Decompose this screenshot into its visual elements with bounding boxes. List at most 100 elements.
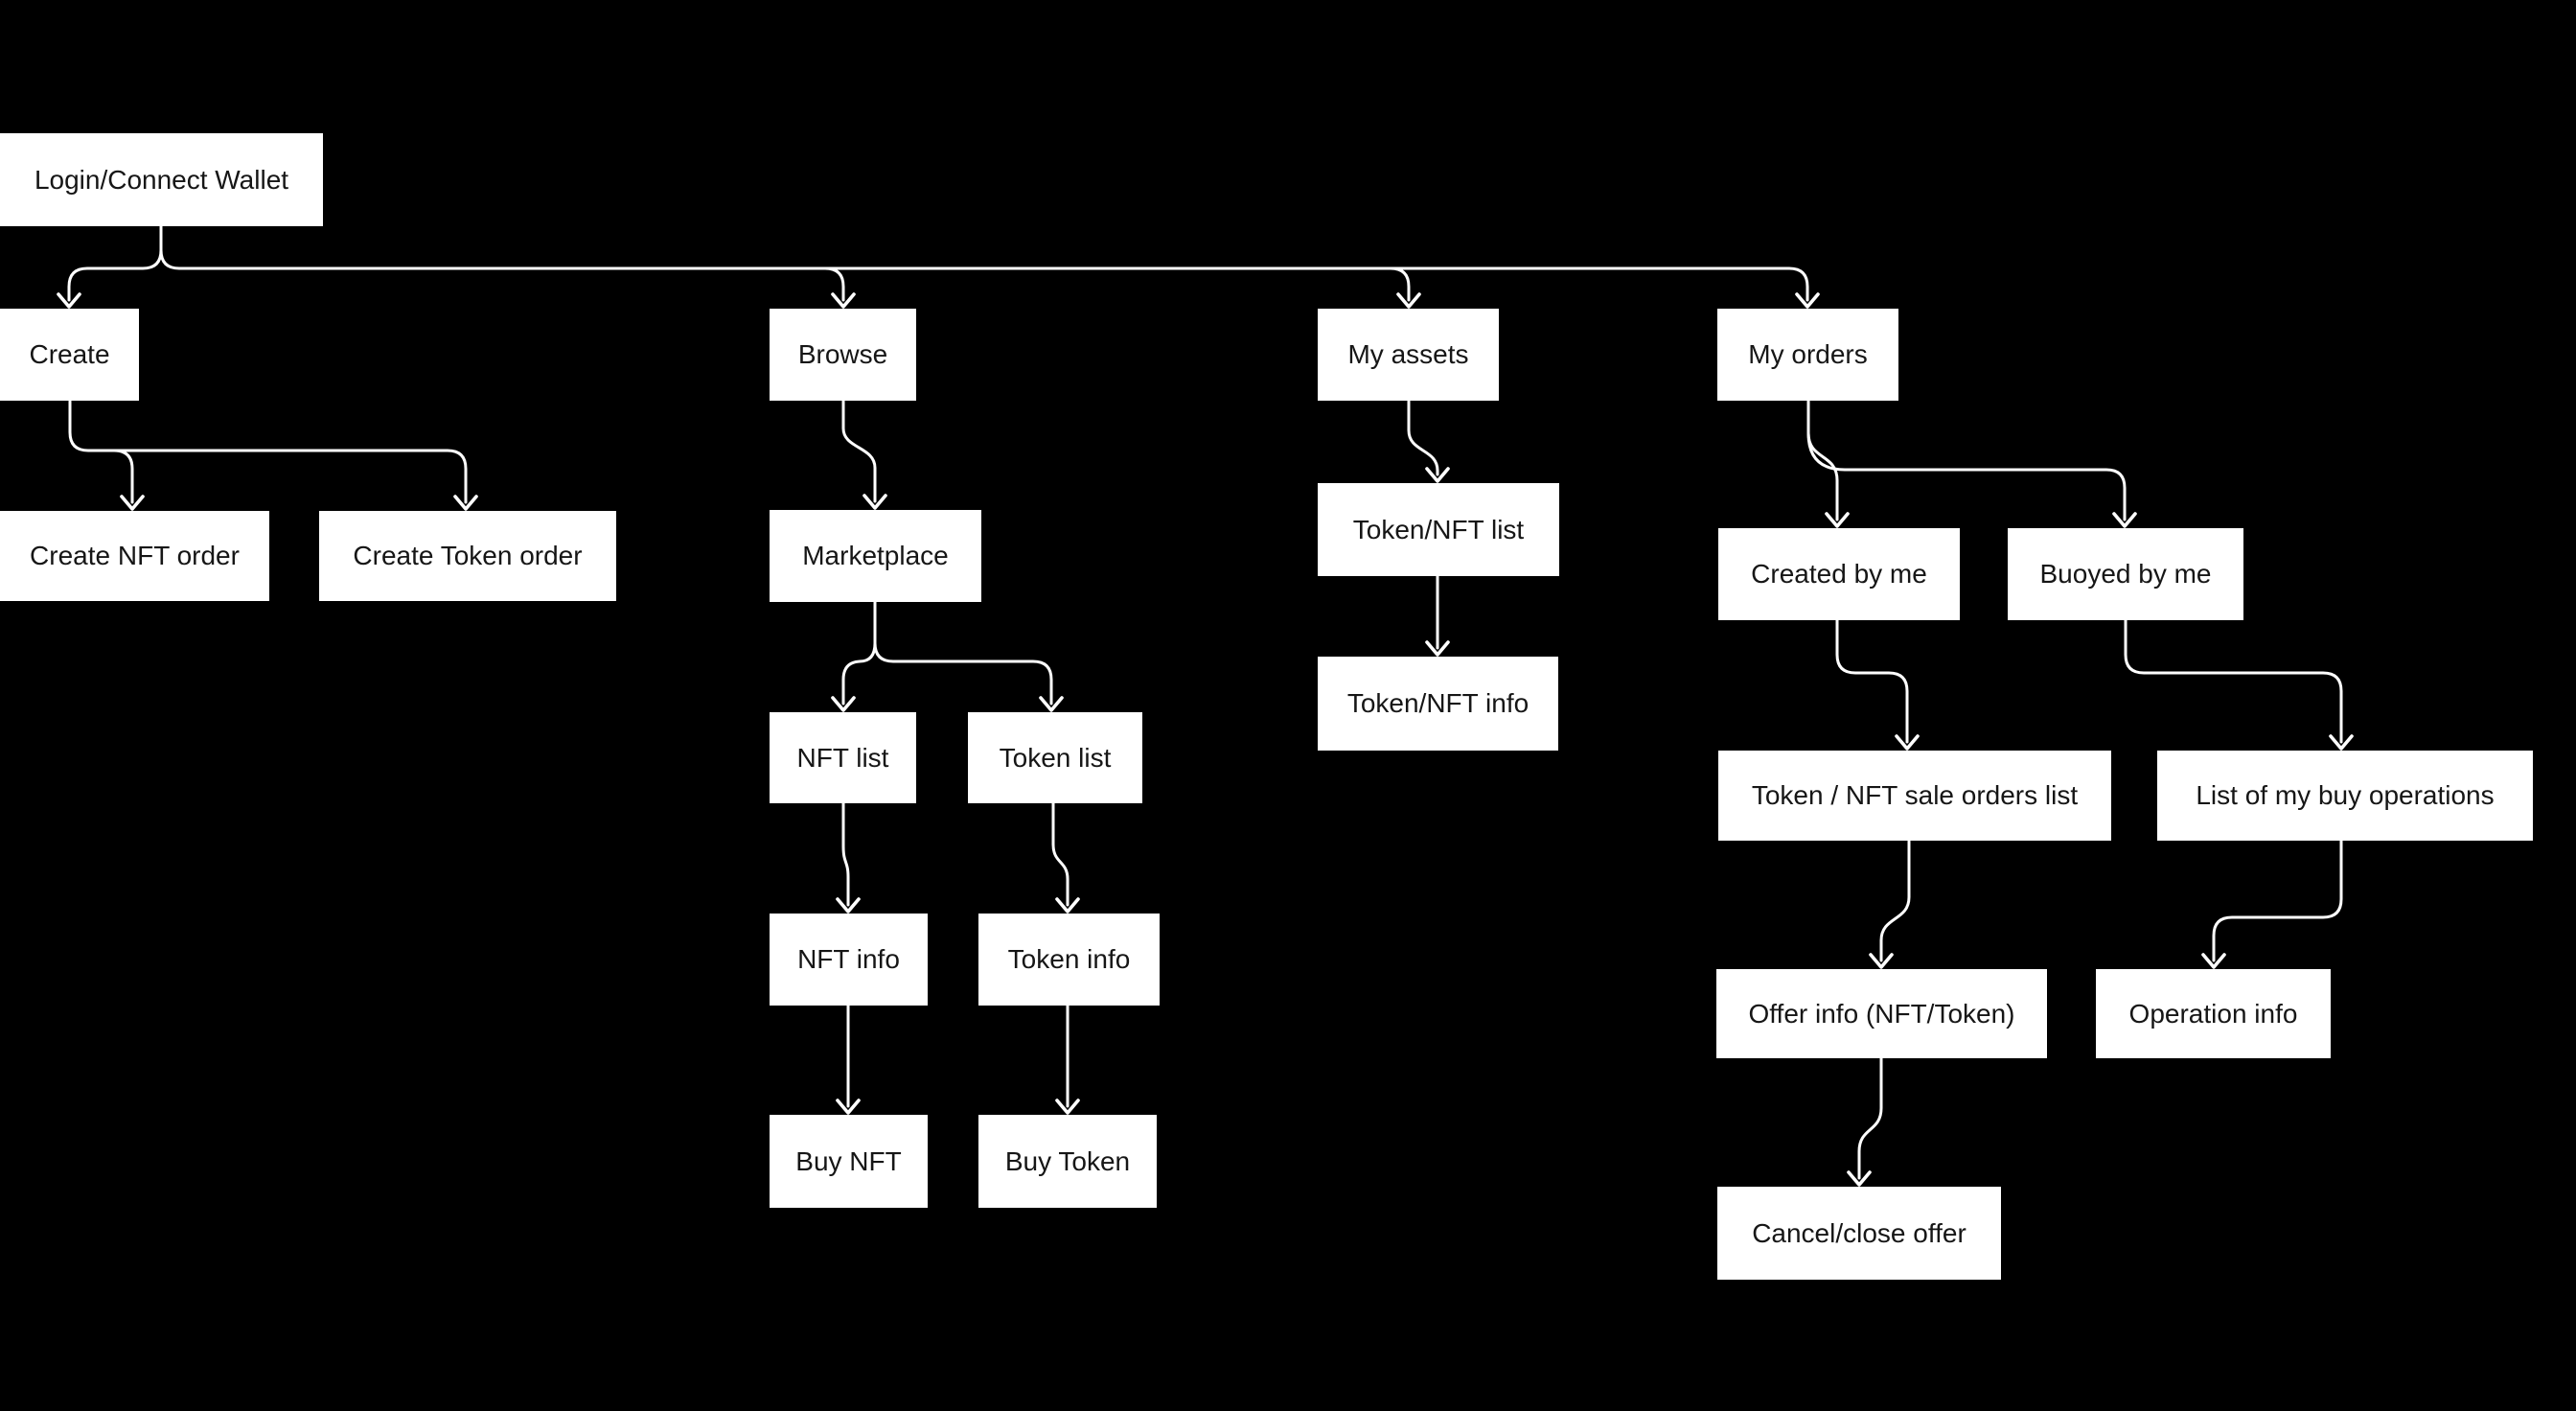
node-buy-nft-label: Buy NFT [795, 1145, 902, 1176]
arrowhead-token-nft-list [1425, 467, 1450, 483]
node-buoyed-by-me: Buoyed by me [2008, 528, 2243, 620]
node-token-info: Token info [978, 914, 1160, 1006]
edge-my-orders-created-by-me-line [1806, 399, 1839, 521]
node-token-nft-list-label: Token/NFT list [1352, 514, 1525, 544]
edge-offer-info-cancel-close-offer-line [1857, 1056, 1883, 1180]
arrowhead-token-info [1055, 897, 1080, 914]
arrowhead-sale-orders-list [1895, 734, 1920, 751]
node-my-assets: My assets [1318, 309, 1499, 401]
node-operation-info-label: Operation info [2128, 998, 2298, 1029]
edge-my-orders-buoyed-by-me-line [1806, 431, 2127, 521]
edge-buoyed-by-me-buy-operations-list [2124, 618, 2354, 751]
arrowhead-cancel-close-offer [1847, 1170, 1872, 1187]
edge-buy-operations-list-operation-info [2201, 839, 2343, 969]
node-offer-info-label: Offer info (NFT/Token) [1748, 998, 2015, 1029]
arrowhead-token-list [1039, 696, 1064, 712]
edge-browse-marketplace-line [841, 399, 877, 503]
node-list-of-my-buy-operations-label: List of my buy operations [2196, 780, 2495, 811]
edge-login-create [57, 224, 163, 309]
edge-create-create-nft-order [112, 449, 145, 511]
edge-marketplace-token-list [873, 641, 1064, 712]
edge-token-list-token-info-line [1051, 801, 1070, 907]
node-create-nft-order: Create NFT order [0, 511, 269, 601]
edge-nft-list-nft-info [836, 801, 861, 914]
edge-nft-info-buy-nft [836, 1004, 861, 1115]
arrowhead-buoyed-by-me [2112, 512, 2137, 528]
arrowhead-buy-operations-list [2329, 734, 2354, 751]
edge-create-create-nft-order-line [112, 449, 134, 504]
node-created-by-me-label: Created by me [1751, 559, 1927, 590]
edge-marketplace-nft-list-line [841, 600, 877, 706]
edge-login-browse-line [823, 266, 845, 302]
arrowhead-offer-info [1869, 953, 1894, 969]
edge-my-orders-created-by-me [1806, 399, 1850, 528]
arrowhead-buy-token [1055, 1099, 1080, 1115]
node-marketplace-label: Marketplace [802, 541, 949, 571]
edge-token-list-token-info [1051, 801, 1080, 914]
edge-login-my-orders [159, 248, 1820, 309]
arrowhead-my-orders [1795, 292, 1820, 309]
node-my-orders-label: My orders [1748, 339, 1868, 370]
node-nft-info: NFT info [770, 914, 928, 1006]
edge-sale-orders-list-offer-info [1869, 839, 1911, 969]
node-token-nft-sale-orders-list-label: Token / NFT sale orders list [1751, 780, 2079, 811]
node-offer-info: Offer info (NFT/Token) [1716, 969, 2047, 1058]
node-token-nft-info: Token/NFT info [1318, 657, 1558, 751]
node-browse-label: Browse [797, 339, 888, 370]
edge-buy-operations-list-operation-info-line [2212, 839, 2343, 962]
node-create: Create [0, 309, 139, 401]
edge-my-assets-token-nft-list [1407, 399, 1450, 483]
node-my-assets-label: My assets [1347, 339, 1469, 370]
arrowhead-operation-info [2201, 953, 2226, 969]
node-buy-token-label: Buy Token [1004, 1145, 1131, 1176]
edge-buoyed-by-me-buy-operations-list-line [2124, 618, 2343, 744]
node-create-token-order: Create Token order [319, 511, 616, 601]
edge-login-my-orders-line [159, 248, 1809, 302]
edge-nft-list-nft-info-line [841, 801, 850, 907]
arrowhead-browse [831, 292, 856, 309]
node-cancel-close-offer: Cancel/close offer [1717, 1187, 2001, 1280]
node-token-nft-list: Token/NFT list [1318, 483, 1559, 576]
node-created-by-me: Created by me [1718, 528, 1960, 620]
edge-token-nft-list-token-nft-info [1425, 574, 1450, 657]
edge-browse-marketplace [841, 399, 887, 510]
node-token-nft-sale-orders-list: Token / NFT sale orders list [1718, 751, 2111, 841]
node-create-token-order-label: Create Token order [353, 541, 583, 571]
node-buy-nft: Buy NFT [770, 1115, 928, 1208]
arrowhead-create-token-order [453, 495, 478, 511]
node-login-connect-wallet-label: Login/Connect Wallet [34, 164, 289, 195]
node-login-connect-wallet: Login/Connect Wallet [0, 133, 323, 226]
arrowhead-my-assets [1396, 292, 1421, 309]
node-browse: Browse [770, 309, 916, 401]
node-create-nft-order-label: Create NFT order [30, 541, 240, 571]
arrowhead-nft-list [831, 696, 856, 712]
edge-my-assets-token-nft-list-line [1407, 399, 1439, 476]
node-nft-info-label: NFT info [797, 944, 900, 975]
arrowhead-create-nft-order [120, 495, 145, 511]
edge-token-info-buy-token [1055, 1004, 1080, 1115]
node-token-info-label: Token info [1007, 944, 1131, 975]
arrowhead-created-by-me [1825, 512, 1850, 528]
edge-login-my-assets-line [1389, 266, 1411, 302]
edge-create-create-token-order-line [68, 399, 468, 504]
node-list-of-my-buy-operations: List of my buy operations [2157, 751, 2533, 841]
edge-offer-info-cancel-close-offer [1847, 1056, 1883, 1187]
node-my-orders: My orders [1717, 309, 1898, 401]
arrowhead-buy-nft [836, 1099, 861, 1115]
edge-marketplace-token-list-line [873, 641, 1053, 706]
node-token-list: Token list [968, 712, 1142, 803]
node-cancel-close-offer-label: Cancel/close offer [1752, 1217, 1966, 1248]
edge-login-create-line [67, 224, 163, 302]
arrowhead-nft-info [836, 897, 861, 914]
edge-login-my-assets [1389, 266, 1421, 309]
node-operation-info: Operation info [2096, 969, 2331, 1058]
edge-marketplace-nft-list [831, 600, 877, 712]
node-buoyed-by-me-label: Buoyed by me [2039, 559, 2212, 590]
node-buy-token: Buy Token [978, 1115, 1157, 1208]
node-marketplace: Marketplace [770, 510, 981, 602]
node-token-nft-info-label: Token/NFT info [1346, 688, 1530, 719]
arrowhead-token-nft-info [1425, 640, 1450, 657]
edge-created-by-me-sale-orders-list-line [1835, 618, 1909, 744]
